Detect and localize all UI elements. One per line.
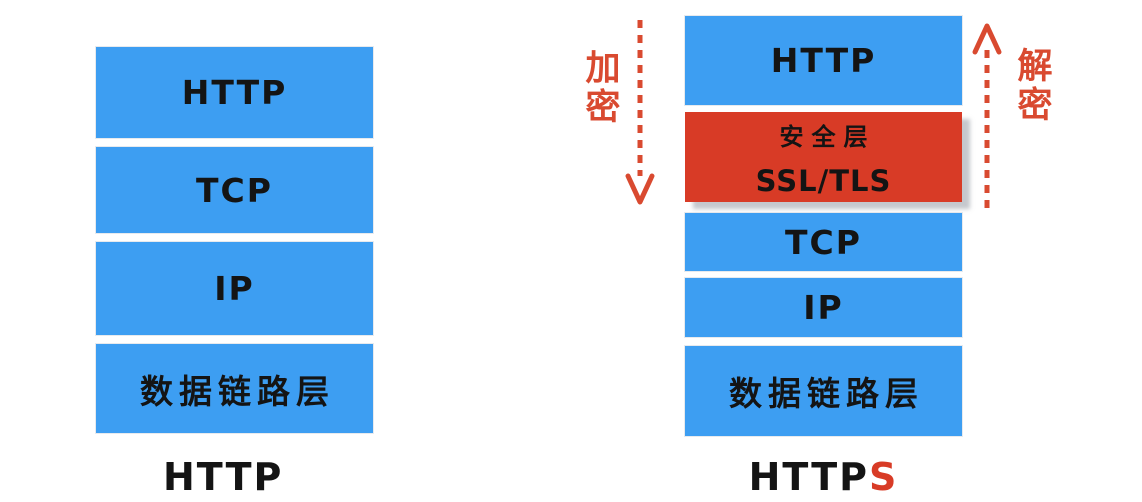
right-layer-security-label: 安全层 [779,122,876,151]
encrypt-label: 加密 [585,49,621,128]
left-layer-http-label: HTTP [181,73,288,112]
decrypt-arrow-up-icon [972,23,1002,210]
left-stack-caption-text: HTTP [163,455,284,499]
left-layer-tcp-label: TCP [196,170,273,210]
left-layer-datalink-label: 数据链路层 [140,371,335,411]
right-stack-caption: HTTPS [685,455,962,499]
left-layer-datalink: 数据链路层 [96,344,373,433]
encrypt-arrow-down-icon [625,20,655,205]
left-stack-caption: HTTP [163,455,283,499]
decrypt-label: 解密 [1017,47,1053,126]
right-stack-caption-text: HTTP [748,455,869,499]
left-layer-ip-label: IP [214,269,255,308]
right-layer-ip-label: IP [803,288,844,327]
left-layer-ip: IP [96,242,373,335]
right-stack-caption-suffix: S [869,455,899,499]
right-layer-http-label: HTTP [770,41,877,80]
left-layer-http: HTTP [96,47,373,138]
right-layer-security: 安全层 SSL/TLS [685,112,962,202]
right-layer-tcp: TCP [685,213,962,271]
right-layer-http: HTTP [685,16,962,105]
left-layer-tcp: TCP [96,147,373,233]
right-layer-tcp-label: TCP [785,222,862,262]
right-layer-datalink-label: 数据链路层 [729,374,924,413]
right-layer-ip: IP [685,278,962,337]
right-layer-datalink: 数据链路层 [685,346,962,436]
right-layer-security-sublabel: SSL/TLS [755,163,892,198]
